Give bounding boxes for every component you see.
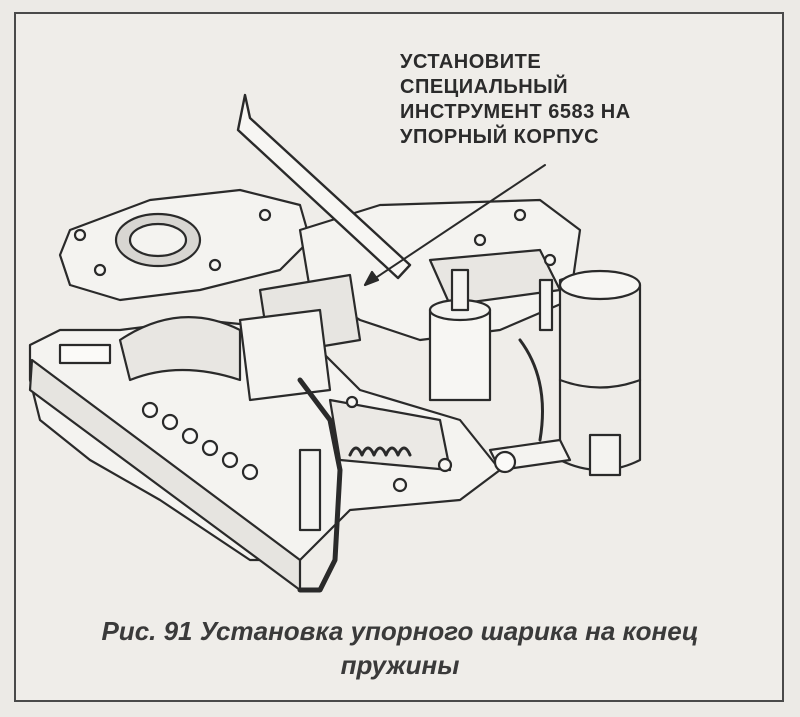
figure-caption: Рис. 91 Установка упорного шарика на кон…	[20, 614, 780, 682]
callout-line-1: УСТАНОВИТЕ	[400, 51, 542, 73]
caption-line-1: Рис. 91 Установка упорного шарика на кон…	[101, 616, 699, 646]
tube-line	[297, 377, 343, 593]
callout-line-3: ИНСТРУМЕНТ 6583 НА	[400, 101, 631, 123]
special-tool-6583	[236, 93, 412, 280]
caption-line-2: пружины	[340, 650, 460, 680]
callout-text: УСТАНОВИТЕ СПЕЦИАЛЬНЫЙ ИНСТРУМЕНТ 6583 Н…	[400, 50, 730, 150]
callout-line-4: УПОРНЫЙ КОРПУС	[400, 126, 600, 148]
coil-spring	[348, 446, 412, 457]
callout-leader	[364, 164, 546, 286]
callout-line-2: СПЕЦИАЛЬНЫЙ	[400, 76, 569, 98]
